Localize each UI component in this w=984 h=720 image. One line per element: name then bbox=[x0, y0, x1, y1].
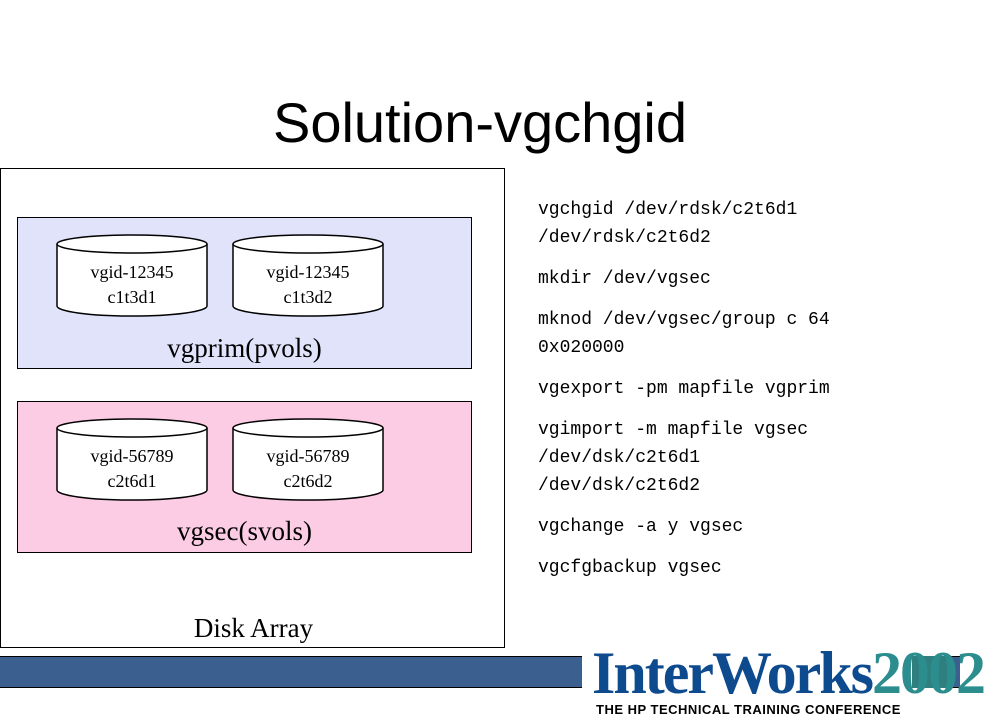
vg-secondary-box: vgid-56789 c2t6d1 vgid-56789 c2t6d2 vgse… bbox=[17, 401, 472, 553]
disk-vgid: vgid-56789 bbox=[266, 446, 350, 466]
disk-cylinder: vgid-12345 c1t3d2 bbox=[232, 234, 384, 318]
command-item: vgchgid /dev/rdsk/c2t6d1 /dev/rdsk/c2t6d… bbox=[538, 200, 798, 248]
disk-array-label: Disk Array bbox=[193, 613, 314, 643]
cylinder-icon bbox=[56, 418, 208, 501]
command-list: vgchgid /dev/rdsk/c2t6d1 /dev/rdsk/c2t6d… bbox=[538, 196, 948, 595]
disk-device: c2t6d2 bbox=[283, 471, 333, 491]
command-item: mkdir /dev/vgsec bbox=[538, 269, 711, 289]
logo-part1: InterWorks bbox=[592, 640, 874, 706]
disk-cylinder: vgid-12345 c1t3d1 bbox=[56, 234, 208, 318]
disk-label: vgid-56789 c2t6d1 bbox=[56, 444, 208, 494]
command-item: vgexport -pm mapfile vgprim bbox=[538, 379, 830, 399]
interworks-logo: InterWorks2002 THE HP TECHNICAL TRAINING… bbox=[582, 640, 984, 720]
disk-vgid: vgid-12345 bbox=[90, 262, 174, 282]
disk-cylinder: vgid-56789 c2t6d1 bbox=[56, 418, 208, 502]
cylinder-icon bbox=[232, 234, 384, 317]
logo-tagline: THE HP TECHNICAL TRAINING CONFERENCE bbox=[596, 702, 901, 717]
disk-label: vgid-56789 c2t6d2 bbox=[232, 444, 384, 494]
disk-vgid: vgid-56789 bbox=[90, 446, 174, 466]
disk-device: c1t3d1 bbox=[107, 287, 157, 307]
vg-primary-label: vgprim(pvols) bbox=[167, 333, 322, 363]
logo-wordmark: InterWorks2002 bbox=[592, 640, 984, 706]
cylinder-icon bbox=[232, 418, 384, 501]
command-item: vgchange -a y vgsec bbox=[538, 517, 744, 537]
vg-secondary-label: vgsec(svols) bbox=[177, 516, 312, 546]
logo-part2: 2002 bbox=[872, 640, 984, 706]
disk-array-box: vgid-12345 c1t3d1 vgid-12345 c1t3d2 vgpr… bbox=[0, 168, 505, 648]
command-item: vgcfgbackup vgsec bbox=[538, 558, 722, 578]
disk-device: c1t3d2 bbox=[283, 287, 333, 307]
command-item: mknod /dev/vgsec/group c 64 0x020000 bbox=[538, 310, 830, 358]
disk-device: c2t6d1 bbox=[107, 471, 157, 491]
cylinder-icon bbox=[56, 234, 208, 317]
slide-title: Solution-vgchgid bbox=[272, 91, 688, 154]
disk-label: vgid-12345 c1t3d2 bbox=[232, 260, 384, 310]
disk-vgid: vgid-12345 bbox=[266, 262, 350, 282]
vg-primary-box: vgid-12345 c1t3d1 vgid-12345 c1t3d2 vgpr… bbox=[17, 217, 472, 369]
command-item: vgimport -m mapfile vgsec /dev/dsk/c2t6d… bbox=[538, 420, 809, 496]
disk-cylinder: vgid-56789 c2t6d2 bbox=[232, 418, 384, 502]
disk-label: vgid-12345 c1t3d1 bbox=[56, 260, 208, 310]
